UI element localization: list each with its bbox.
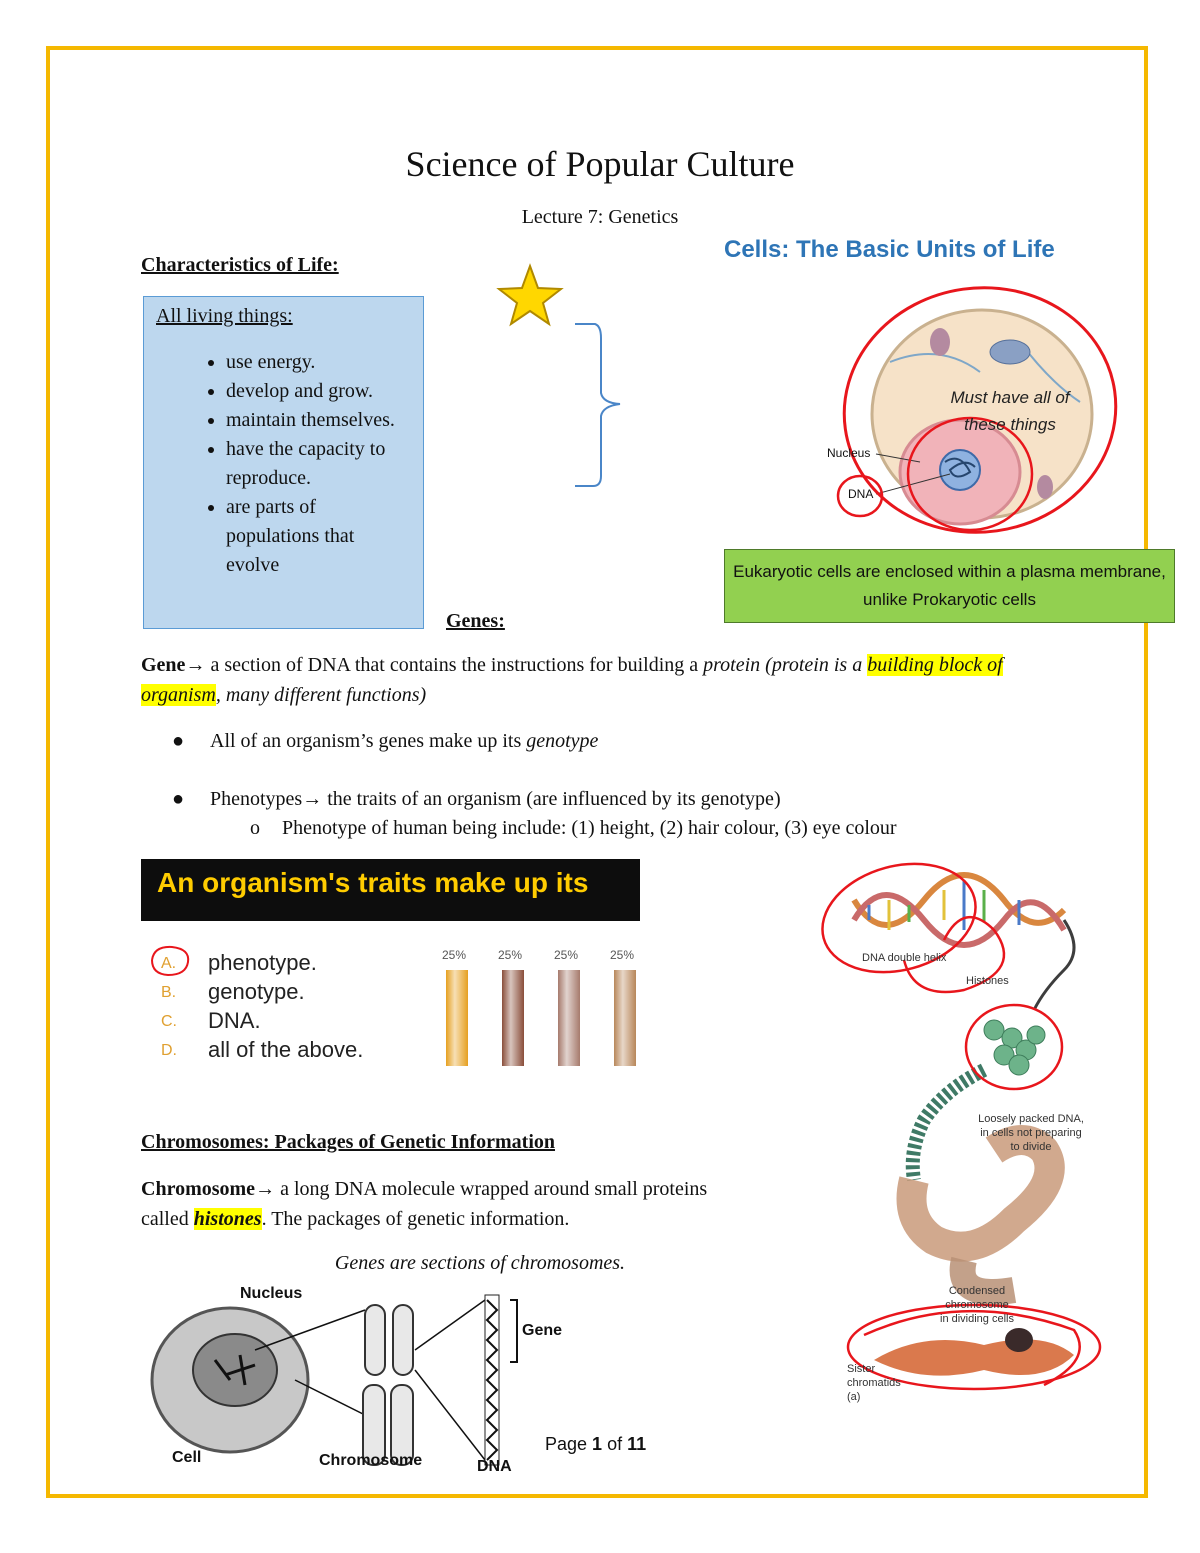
cell-illustration: [836, 286, 1118, 534]
chromosome-def-end: . The packages of genetic information.: [261, 1208, 570, 1230]
chromosome-def-text: a long DNA molecule wrapped around small…: [275, 1178, 708, 1200]
histones-term: histones: [193, 1208, 262, 1230]
quiz-option-letter: D.: [161, 1042, 177, 1059]
quiz-result-bar: [614, 970, 636, 1066]
characteristics-lead: All living things:: [156, 305, 293, 327]
condensed-line-3: in dividing cells: [940, 1313, 1014, 1325]
cell-chromosome-diagram: [150, 1294, 518, 1466]
loosely-line-2: in cells not preparing: [980, 1127, 1082, 1139]
quiz-option-letter: C.: [161, 1013, 177, 1030]
dna-double-helix-label: DNA double helix: [862, 952, 947, 964]
page-border: [46, 46, 1148, 1498]
list-item: have the capacity to reproduce.: [226, 435, 411, 493]
diagram-dna-label: DNA: [477, 1458, 512, 1475]
arrow-icon: →: [302, 788, 323, 810]
quiz-percent-label: 25%: [498, 948, 523, 962]
bullet-icon: ●: [172, 788, 185, 810]
dna-packaging-illustration: [821, 862, 1102, 1391]
document-subtitle: Lecture 7: Genetics: [521, 206, 679, 228]
brace-icon: [575, 323, 621, 487]
loosely-line-3: to divide: [1010, 1141, 1052, 1153]
list-item: develop and grow.: [226, 377, 411, 406]
chromosomes-heading: Chromosomes: Packages of Genetic Informa…: [141, 1131, 556, 1153]
arrow-icon: →: [255, 1178, 276, 1200]
loosely-packed-label: Loosely packed DNA, in cells not prepari…: [972, 1112, 1090, 1154]
gene-term: Gene: [141, 654, 186, 676]
quiz-percent-label: 25%: [610, 948, 635, 962]
page-number: Page 1 of 11: [545, 1434, 646, 1455]
quiz-option-letter: A.: [161, 955, 177, 972]
diagram-cell-label: Cell: [172, 1449, 202, 1466]
gene-def-text: a section of DNA that contains the instr…: [205, 654, 704, 676]
diagram-gene-label: Gene: [522, 1322, 563, 1339]
condensed-line-1: Condensed: [948, 1285, 1006, 1297]
quiz-option-text: phenotype.: [208, 950, 317, 975]
chromosome-def-called: called: [141, 1208, 194, 1230]
sister-chromatids-label: Sister chromatids (a): [847, 1362, 901, 1404]
quiz-result-bar: [446, 970, 468, 1066]
eukaryotic-note: Eukaryotic cells are enclosed within a p…: [724, 549, 1175, 623]
phenotype-term: Phenotypes: [210, 788, 303, 810]
quiz-option-text: genotype.: [208, 979, 305, 1004]
nucleus-label: Nucleus: [827, 446, 871, 460]
histones-label: Histones: [966, 975, 1009, 987]
page-current: 1: [592, 1434, 603, 1454]
diagram-nucleus-label: Nucleus: [240, 1285, 303, 1302]
characteristics-list: use energy. develop and grow. maintain t…: [156, 348, 411, 580]
star-icon: [496, 263, 564, 327]
list-item: use energy.: [226, 348, 411, 377]
quiz-option-letter: B.: [161, 984, 177, 1001]
arrow-icon: →: [185, 654, 206, 676]
quiz-percent-label: 25%: [554, 948, 579, 962]
phenotype-sub-bullet: o Phenotype of human being include: (1) h…: [250, 813, 897, 843]
panel-label: (a): [847, 1391, 861, 1403]
list-item: maintain themselves.: [226, 406, 411, 435]
quiz-result-bar: [558, 970, 580, 1066]
gene-definition: Gene→ a section of DNA that contains the…: [141, 650, 1021, 710]
chromosome-term: Chromosome: [141, 1178, 256, 1200]
characteristics-heading: Characteristics of Life:: [141, 254, 339, 276]
characteristics-box: All living things: use energy. develop a…: [143, 296, 424, 629]
condensed-label: Condensed chromosome in dividing cells: [932, 1284, 1022, 1326]
list-item: are parts of populations that evolve: [226, 493, 411, 580]
star-and-brace: [496, 263, 621, 487]
bullet-icon: ●: [172, 730, 185, 752]
phenotype-sub-text: Phenotype of human being include: (1) he…: [282, 817, 897, 839]
genes-caption: Genes are sections of chromosomes.: [334, 1252, 626, 1274]
chromosome-definition: Chromosome→ a long DNA molecule wrapped …: [141, 1174, 821, 1234]
page-total: 11: [627, 1434, 647, 1454]
page-prefix: Page: [545, 1434, 593, 1454]
quiz-result-bar: [502, 970, 524, 1066]
gene-def-rest: , many different functions): [215, 684, 427, 706]
cells-figure-title: Cells: The Basic Units of Life: [724, 236, 1055, 263]
document-title: Science of Popular Culture: [405, 144, 795, 184]
genes-heading: Genes:: [446, 610, 505, 632]
quiz-option-text: DNA.: [208, 1008, 261, 1033]
cells-annotation: Must have all of these things: [950, 388, 1070, 434]
page-of: of: [602, 1434, 628, 1454]
loosely-line-1: Loosely packed DNA,: [978, 1113, 1084, 1125]
sister-line-1: Sister: [847, 1363, 876, 1375]
phenotype-bullet-text: the traits of an organism (are influence…: [322, 788, 781, 810]
quiz-option-text: all of the above.: [208, 1037, 364, 1062]
genotype-term: genotype: [526, 730, 599, 752]
genotype-bullet-text: All of an organism’s genes make up its: [210, 730, 527, 752]
condensed-line-2: chromosome: [945, 1299, 1009, 1311]
diagram-chromosome-label: Chromosome: [319, 1452, 423, 1469]
genotype-bullet: ●All of an organism’s genes make up its …: [172, 726, 598, 756]
quiz-answer-circle: [151, 945, 190, 977]
gene-def-protein: protein (protein is a: [703, 654, 868, 676]
dna-label: DNA: [848, 487, 874, 501]
phenotype-bullet: ● Phenotypes→ the traits of an organism (…: [172, 784, 781, 814]
sister-line-2: chromatids: [847, 1377, 901, 1389]
quiz-question: An organism's traits make up its: [141, 859, 640, 921]
quiz-percent-label: 25%: [442, 948, 467, 962]
circle-bullet-icon: o: [250, 817, 260, 839]
